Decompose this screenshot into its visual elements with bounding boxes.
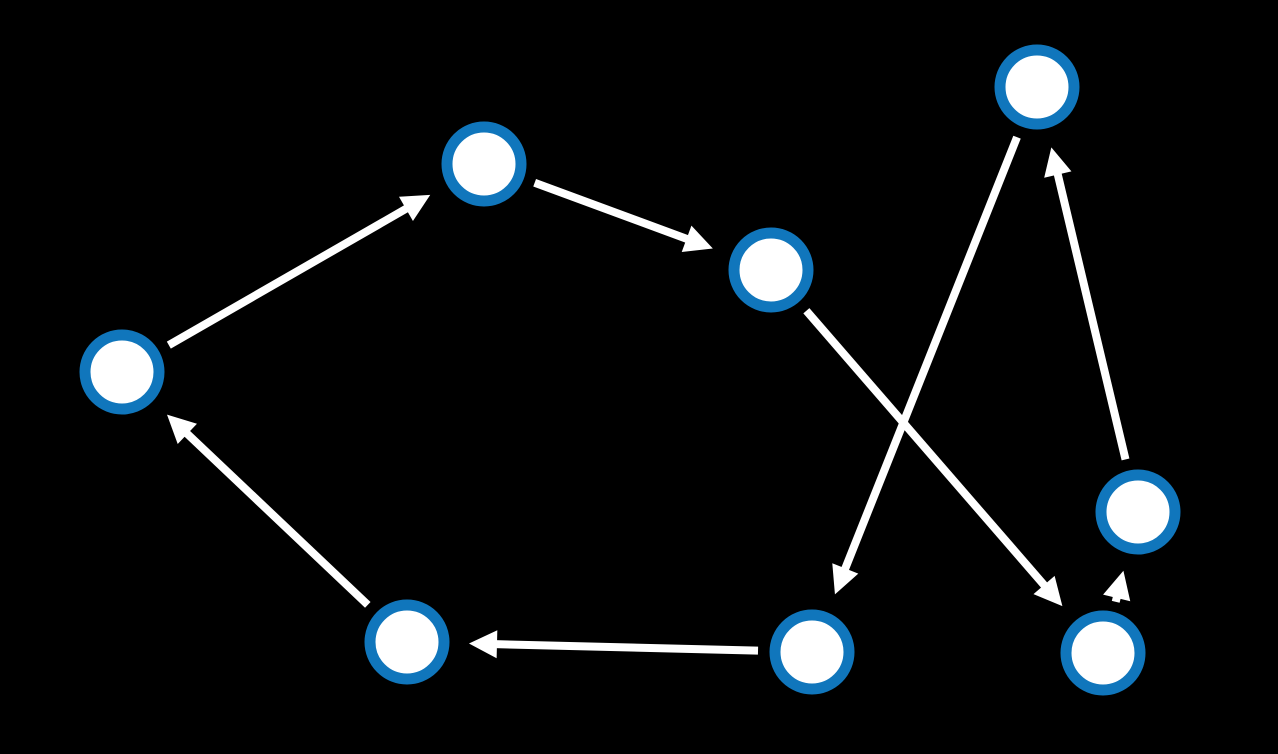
edge-node-middle-to-node-bottom-right (803, 308, 1063, 607)
node-bottom-middle (769, 609, 855, 695)
edge-shaft (166, 204, 410, 349)
edge-node-bottom-middle-to-node-bottom-left (468, 630, 759, 659)
edge-shaft (533, 178, 690, 244)
edge-arrowhead-icon (1033, 575, 1063, 607)
edge-arrowhead-icon (398, 194, 431, 221)
edge-arrowhead-icon (1103, 570, 1131, 602)
node-top-right (994, 44, 1080, 130)
nodes-layer (79, 44, 1181, 696)
edge-shaft (494, 640, 759, 655)
edge-arrowhead-icon (681, 225, 713, 252)
edge-arrowhead-icon (1044, 147, 1072, 178)
edge-node-right-to-node-top-right (1044, 147, 1130, 461)
edge-node-left-to-node-upper-left (166, 194, 431, 349)
edge-node-top-right-to-node-bottom-middle (832, 135, 1021, 595)
edges-layer (166, 135, 1131, 659)
node-right (1095, 469, 1181, 555)
edge-shaft (183, 429, 371, 608)
edge-arrowhead-icon (167, 414, 197, 445)
node-bottom-right (1060, 610, 1146, 696)
edge-shaft (1053, 171, 1130, 461)
node-middle (728, 227, 814, 313)
edge-shaft (803, 308, 1049, 590)
edge-node-upper-left-to-node-middle (533, 178, 713, 252)
node-left (79, 329, 165, 415)
edge-node-bottom-left-to-node-left (167, 414, 371, 608)
edge-arrowhead-icon (832, 563, 859, 595)
node-upper-left (441, 121, 527, 207)
node-bottom-left (364, 599, 450, 685)
edge-shaft (840, 135, 1021, 572)
edge-arrowhead-icon (468, 630, 498, 659)
edge-node-bottom-right-to-node-right (1103, 570, 1131, 603)
